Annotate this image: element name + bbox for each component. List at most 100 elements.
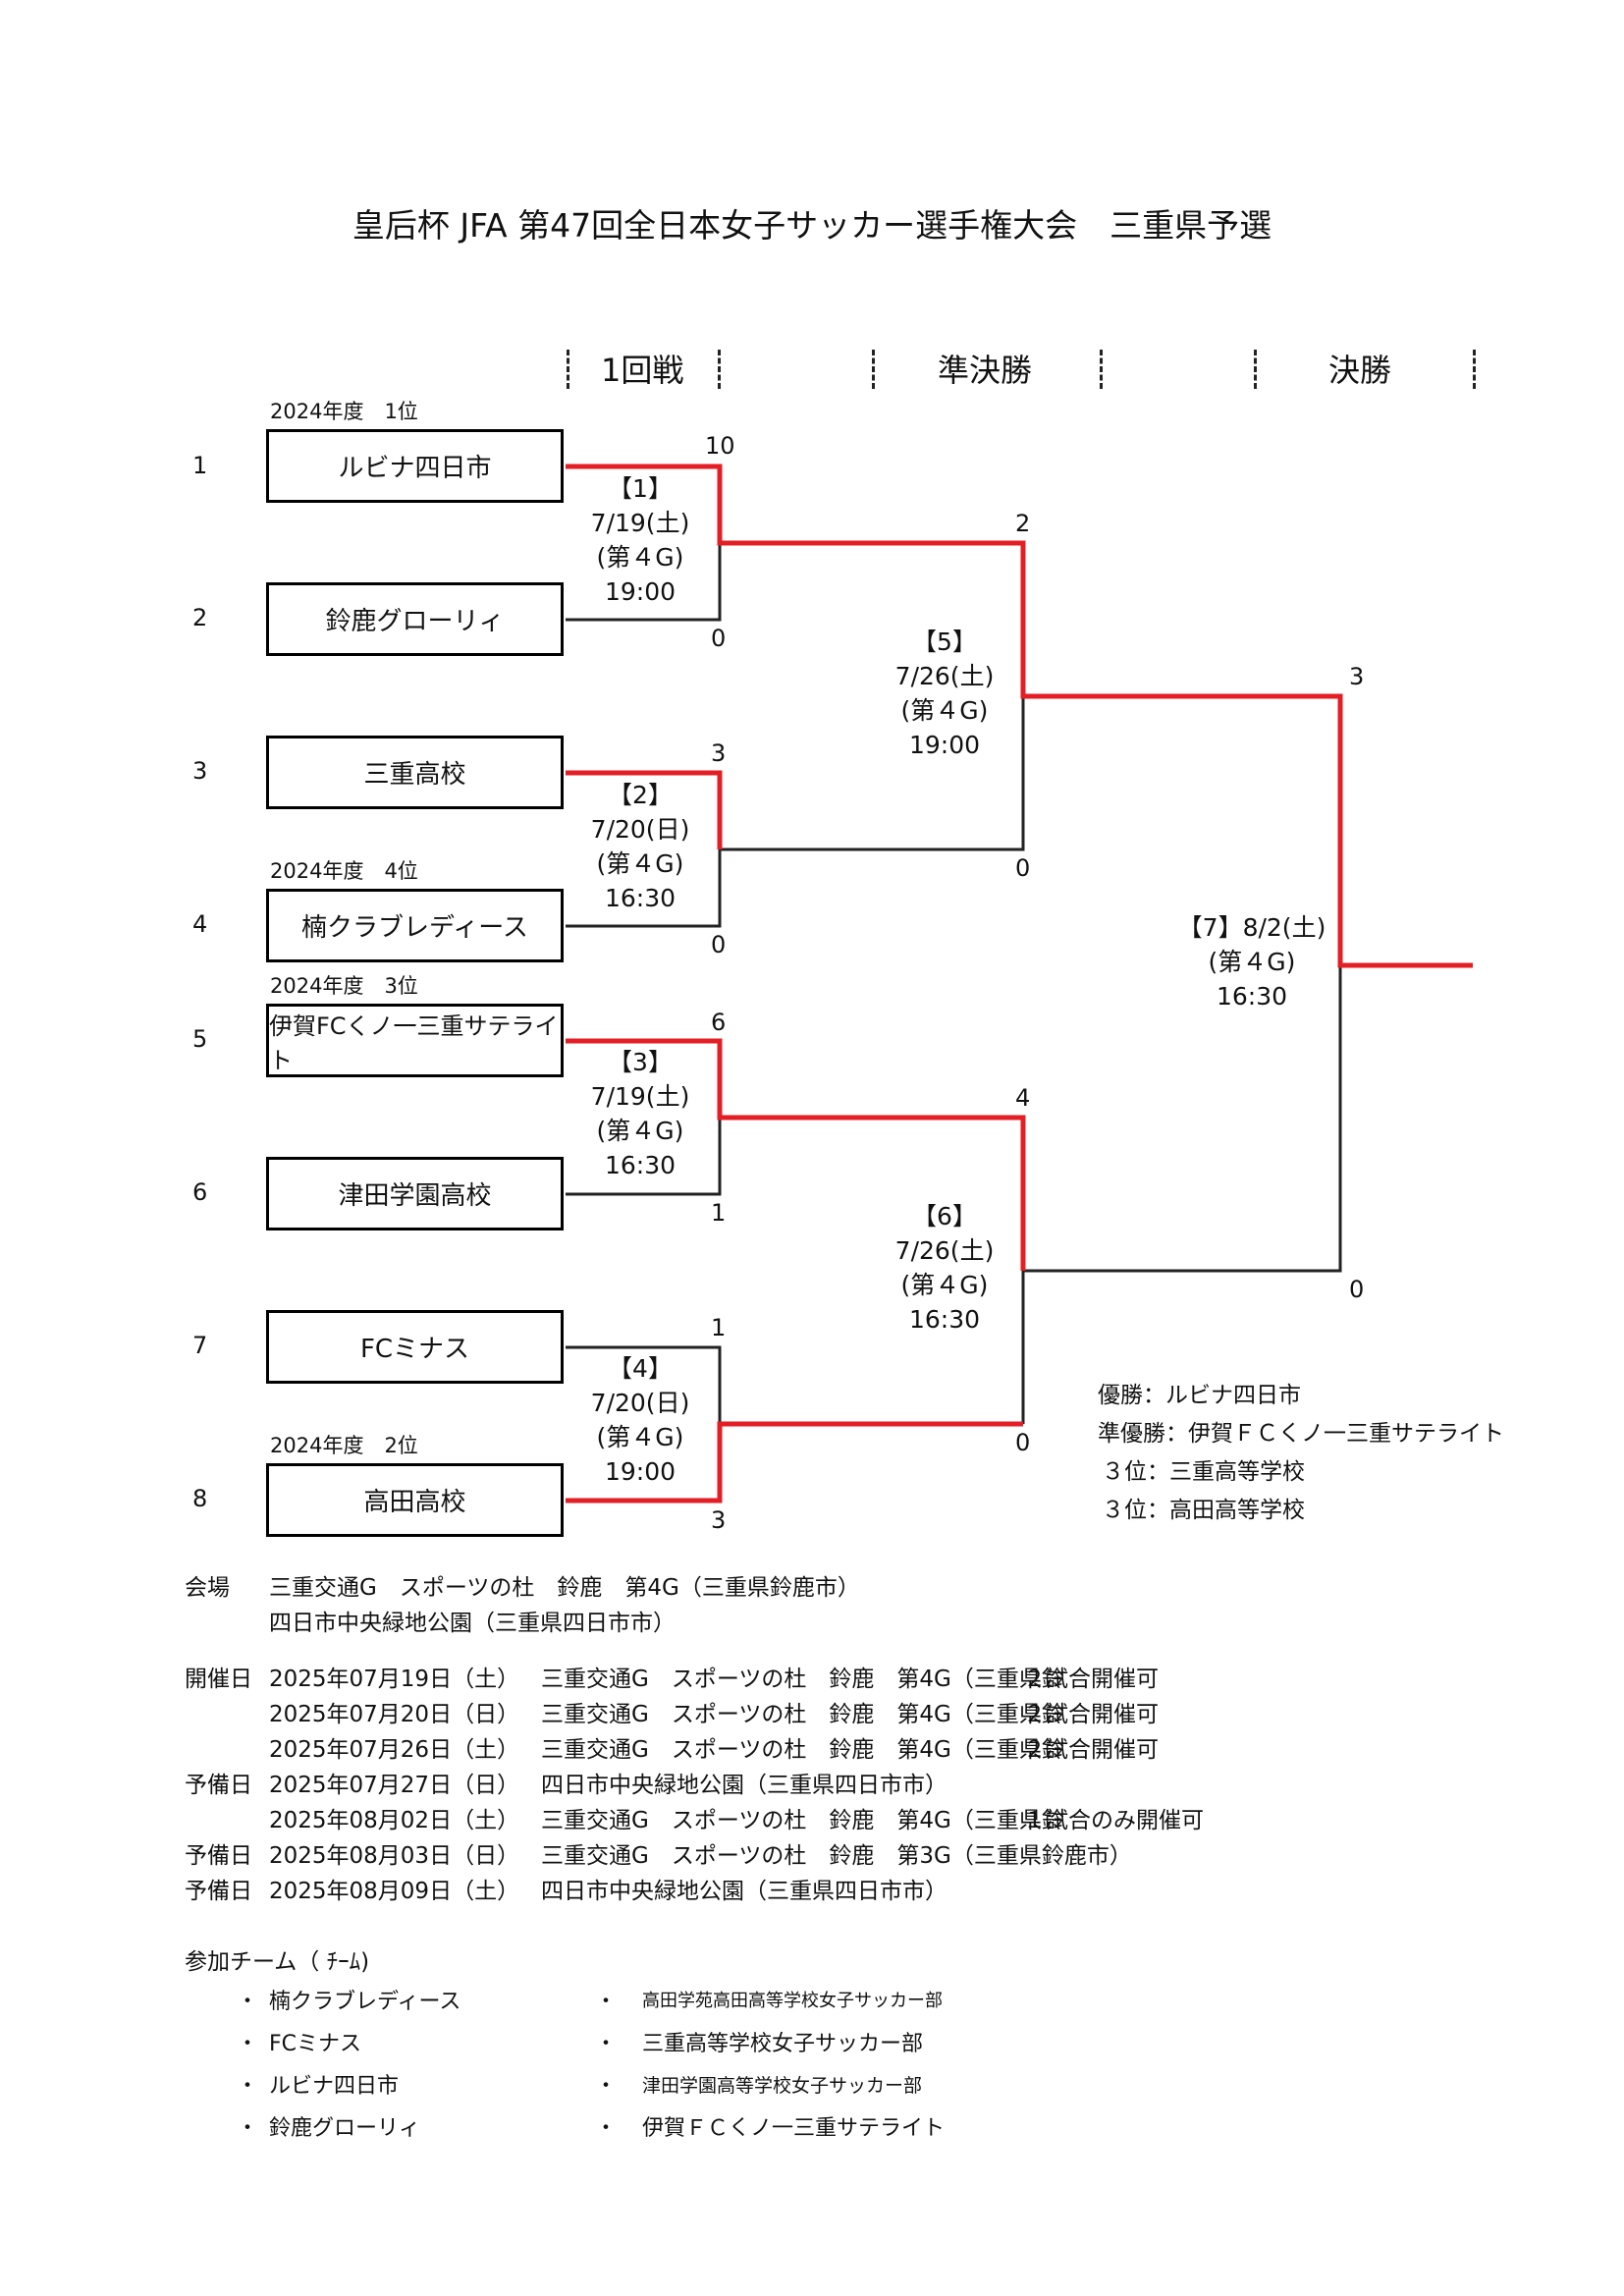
seed-number: 5 [192,1025,208,1053]
match-number: 【1】 [608,474,673,503]
match-number: 【2】 [608,781,673,809]
result-third: ３位：高田高等学校 [1102,1498,1305,1523]
seed-number: 7 [192,1332,208,1359]
match-info-final: 【7】8/2(土) (第４G) 16:30 [1168,910,1335,1013]
score: 0 [711,931,727,958]
bracket-line-m4-top [566,1345,722,1424]
match-info-5: 【5】 7/26(土) (第４G) 19:00 [876,625,1013,762]
team-box: 三重高校 [266,736,564,809]
score: 3 [1349,663,1365,690]
seed-number: 4 [192,910,208,938]
match-number: 【7】8/2(土) [1177,913,1326,942]
winner-line-m3 [566,1038,1026,1271]
team-box: 鈴鹿グローリィ [266,582,564,656]
team-box: ルビナ四日市 [266,429,564,503]
schedule-place: 四日市中央緑地公園（三重県四日市市） [541,1879,947,1904]
result-runner-up: 準優勝：伊賀ＦＣくノ一三重サテライト [1098,1421,1504,1447]
bracket-line-m5-bottom [720,696,1025,851]
schedule-note: ２試合開催可 [1023,1702,1159,1727]
participant-item: 三重高等学校女子サッカー部 [642,2032,924,2056]
schedule-place: 三重交通G スポーツの杜 鈴鹿 第4G（三重県鈴 [541,1702,1064,1727]
match-venue: (第４G) [596,543,684,572]
team-box: 津田学園高校 [266,1157,564,1230]
match-time: 16:30 [604,884,677,912]
round-divider [718,350,721,389]
schedule-place: 三重交通G スポーツの杜 鈴鹿 第3G（三重県鈴鹿市） [541,1843,1132,1869]
match-time: 16:30 [1216,982,1288,1011]
round-divider [1100,350,1103,389]
winner-line-m2 [566,770,723,849]
score: 0 [1015,1429,1031,1456]
match-date: 7/20(日) [590,815,690,844]
team-box: FCミナス [266,1310,564,1384]
participants-title: 参加チーム（ ﾁｰﾑ) [185,1949,370,1975]
team-note: 2024年度 3位 [270,974,418,998]
score: 1 [711,1199,727,1227]
team-box: 高田高校 [266,1463,564,1537]
round-divider [1473,350,1476,389]
page-title: 皇后杯 JFA 第47回全日本女子サッカー選手権大会 三重県予選 [352,206,1272,245]
match-venue: (第４G) [596,849,684,878]
participant-item: 楠クラブレディース [269,1990,461,2014]
round-header-final: 決勝 [1328,352,1392,389]
score: 3 [711,739,727,767]
round-divider [1254,350,1257,389]
participant-item: 津田学園高等学校女子サッカー部 [642,2075,923,2097]
bullet: ・ [595,1990,618,2014]
participant-item: 高田学苑高田高等学校女子サッカー部 [642,1991,943,2011]
schedule-date: 2025年08月02日（土） [269,1808,520,1833]
seed-number: 6 [192,1178,208,1206]
match-number: 【5】 [912,628,977,656]
round-divider [872,350,875,389]
score: 4 [1015,1084,1031,1112]
seed-number: 3 [192,757,208,785]
schedule-date: 2025年07月19日（土） [269,1667,520,1692]
match-number: 【6】 [912,1202,977,1230]
match-number: 【4】 [608,1354,673,1383]
venue-line: 四日市中央緑地公園（三重県四日市市） [269,1611,676,1636]
match-date: 7/26(土) [894,662,995,690]
round-header-semifinal: 準決勝 [938,352,1033,389]
bullet: ・ [595,2074,618,2099]
winner-line-m4 [566,1421,1023,1503]
team-note: 2024年度 4位 [270,859,418,883]
match-venue: (第４G) [1208,948,1296,976]
winner-line-m1 [566,464,1473,968]
winner-lines [566,464,1473,1503]
bullet: ・ [237,1990,259,2014]
seed-number: 2 [192,604,208,631]
score: 6 [711,1009,727,1036]
bracket-lines [566,464,1473,1503]
results-list: 優勝：ルビナ四日市 準優勝：伊賀ＦＣくノ一三重サテライト ３位：三重高等学校 ３… [1098,1377,1504,1530]
schedule-date: 2025年08月03日（日） [269,1843,520,1869]
schedule-date: 2025年07月26日（土） [269,1737,520,1763]
match-time: 16:30 [604,1151,677,1179]
match-venue: (第４G) [900,696,989,725]
participant-item: ルビナ四日市 [269,2074,400,2099]
venue-label: 会場 [185,1575,230,1601]
score: 10 [705,432,735,460]
score: 3 [711,1506,727,1534]
bullet: ・ [595,2116,618,2141]
bullet: ・ [595,2032,618,2056]
participant-item: FCミナス [269,2032,362,2056]
score: 0 [1015,854,1031,882]
match-date: 7/20(日) [590,1389,690,1417]
schedule-date: 2025年08月09日（土） [269,1879,520,1904]
match-venue: (第４G) [900,1271,989,1299]
schedule-date: 2025年07月20日（日） [269,1702,520,1727]
seed-number: 8 [192,1485,208,1512]
bullet: ・ [237,2116,259,2141]
match-info-4: 【4】 7/20(日) (第４G) 19:00 [571,1351,709,1489]
participant-item: 鈴鹿グローリィ [269,2116,421,2141]
match-venue: (第４G) [596,1117,684,1145]
team-note: 2024年度 1位 [270,400,418,423]
match-time: 19:00 [604,1457,677,1486]
match-info-1: 【1】 7/19(土) (第４G) 19:00 [571,471,709,609]
match-time: 16:30 [908,1305,981,1334]
match-venue: (第４G) [596,1423,684,1451]
result-third: ３位：三重高等学校 [1102,1459,1305,1485]
score: 1 [711,1314,727,1341]
schedule-note: １試合のみ開催可 [1023,1808,1204,1833]
bullet: ・ [237,2074,259,2099]
